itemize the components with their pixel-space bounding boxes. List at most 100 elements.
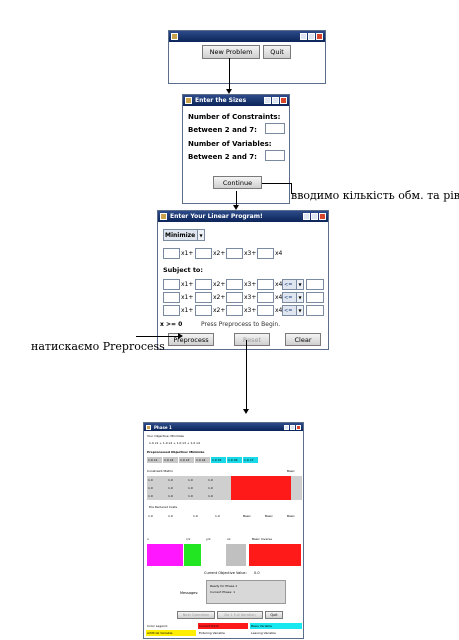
close-icon[interactable] [296,424,301,430]
coef-input[interactable] [257,279,274,290]
coef-chip: 1.0 x4 [195,457,210,463]
coef-input[interactable] [163,292,180,303]
obj-var-label: x1+ [181,250,194,257]
constraint-row: x1+ x2+ x3+ x4 <= ▼ [158,279,330,291]
coef-input[interactable] [163,279,180,290]
coef-input[interactable] [163,305,180,316]
preprocess-button[interactable]: Preprocess [168,333,214,346]
obj-coef-input[interactable] [257,248,274,259]
reduced-cost: 1.0 [193,514,198,518]
annotation-preprocess: натискаємо Preprocess [31,340,165,353]
sizes-window: Enter the Sizes Number of Constraints: B… [182,94,290,204]
window-title: Enter Your Linear Program! [170,213,263,220]
constraints-input[interactable] [265,123,285,134]
hint-label: Press Preprocess to Begin. [201,321,281,328]
tableau-window: Phase 1 Your Objective: Minimize 1.0 x1 … [143,422,304,639]
reduced-cost: Basic [243,514,251,518]
coef-input[interactable] [226,292,243,303]
coef-input[interactable] [226,305,243,316]
matrix-cell: 1.0 [168,494,173,498]
coef-input[interactable] [195,292,212,303]
variables-input[interactable] [265,150,285,161]
rhs-input[interactable] [306,305,324,316]
next-operation-button[interactable]: Next Operation [177,611,215,619]
variables-label: Number of Variables: [188,140,272,148]
rhs-block [184,544,201,566]
constraints-range-label: Between 2 and 7: [188,126,257,134]
ratio-block [226,544,246,566]
relation-select[interactable]: <= ▼ [282,292,304,303]
matrix-cell: 1.0 [168,478,173,482]
b-label: y/x [206,537,211,541]
chevron-down-icon[interactable]: ▼ [296,306,303,315]
minimize-icon[interactable] [284,424,289,430]
coef-input[interactable] [257,292,274,303]
close-icon[interactable] [280,97,287,104]
matrix-cell: 1.0 [188,494,193,498]
title-bar[interactable]: Enter the Sizes [183,95,289,106]
maximize-icon[interactable] [272,97,279,104]
title-bar[interactable]: Phase 1 [144,423,303,431]
var-label: x2+ [213,307,226,314]
obj-coef-input[interactable] [226,248,243,259]
b-label: Basic Inverse [252,537,272,541]
obj-coef-input[interactable] [163,248,180,259]
b-label: x [147,537,149,541]
quit-button[interactable]: Quit [265,611,283,619]
relation-select[interactable]: <= ▼ [282,305,304,316]
java-icon [160,213,167,220]
minimize-icon[interactable] [300,33,307,40]
constraint-row: x1+ x2+ x3+ x4 <= ▼ [158,292,330,304]
reduced-cost: 1.0 [168,514,173,518]
matrix-cell: 1.0 [208,486,213,490]
java-icon [185,97,192,104]
relation-select[interactable]: <= ▼ [282,279,304,290]
minimize-icon[interactable] [303,213,310,220]
minimize-icon[interactable] [264,97,271,104]
coef-input[interactable] [195,305,212,316]
maximize-icon[interactable] [311,213,318,220]
coef-chip: 1.0 x5 [211,457,226,463]
constraint-matrix-label: Constraint Matrix [147,469,173,473]
var-label: x4 [275,294,283,301]
chevron-down-icon[interactable]: ▼ [296,280,303,289]
coef-chip: 1.0 x3 [179,457,194,463]
new-problem-button[interactable]: New Problem [202,45,260,59]
quit-button[interactable]: Quit [263,45,291,59]
chevron-down-icon[interactable]: ▼ [296,293,303,302]
constraint-matrix: 1.0 1.0 1.0 1.0 1.0 1.0 1.0 1.0 1.0 1.0 … [147,476,302,500]
reduced-costs-label: the Reduced Costs [149,505,178,509]
title-bar[interactable] [169,31,325,42]
coef-input[interactable] [226,279,243,290]
reset-button[interactable]: Reset [234,333,270,346]
rhs-input[interactable] [306,292,324,303]
close-icon[interactable] [316,33,323,40]
java-icon [146,424,151,430]
var-label: x2+ [213,281,226,288]
flow-arrow [229,58,230,90]
var-label: x2+ [213,294,226,301]
objective-select[interactable]: Minimize ▼ [163,229,205,241]
coef-input[interactable] [195,279,212,290]
maximize-icon[interactable] [308,33,315,40]
coef-input[interactable] [257,305,274,316]
window-title: Phase 1 [154,424,172,430]
chevron-down-icon[interactable]: ▼ [197,230,204,240]
continue-button[interactable]: Continue [213,176,262,189]
annotation-sizes: вводимо кількість обм. та рівн. [291,189,459,202]
relation-value: <= [284,307,293,314]
reduced-cost: 1.0 [215,514,220,518]
full-iteration-button[interactable]: Do 1 Full Iteration [217,611,263,619]
matrix-cell: 1.0 [168,486,173,490]
title-bar[interactable]: Enter Your Linear Program! [158,211,328,222]
rhs-input[interactable] [306,279,324,290]
message-line: Ready for Phase 1 [210,584,238,588]
basis-block [147,544,183,566]
obj-coef-input[interactable] [195,248,212,259]
close-icon[interactable] [319,213,326,220]
annotation-line [291,183,292,193]
maximize-icon[interactable] [290,424,295,430]
clear-button[interactable]: Clear [285,333,321,346]
java-icon [171,33,178,40]
nonnegativity-label: x >= 0 [160,321,183,328]
